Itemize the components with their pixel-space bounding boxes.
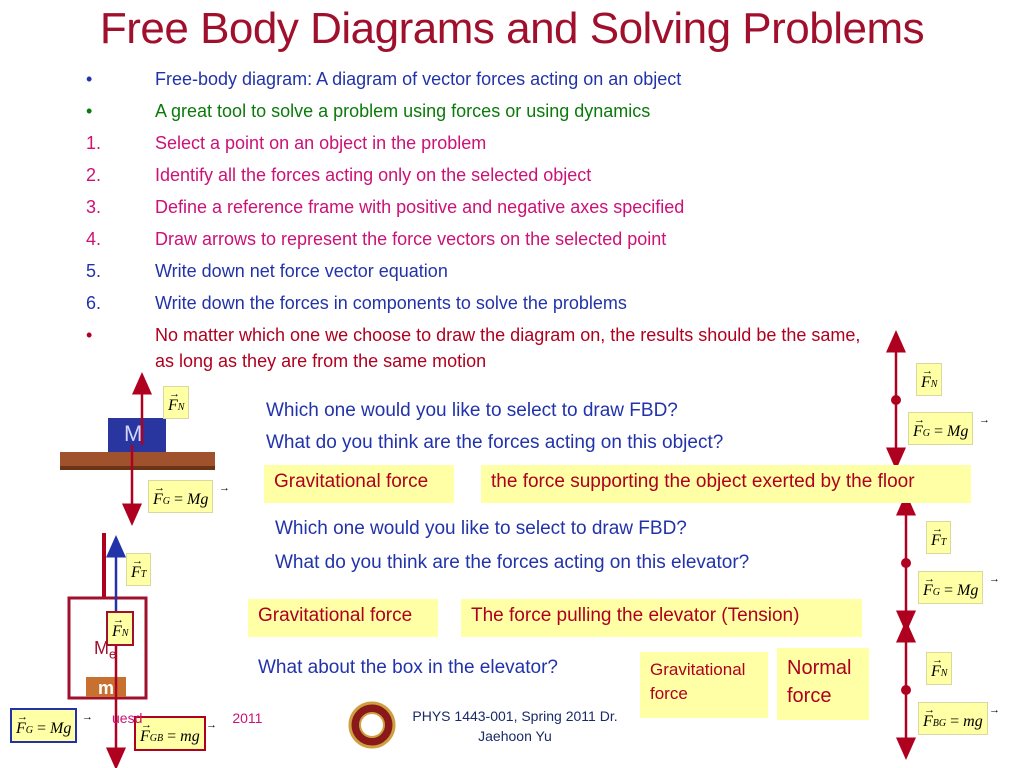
label-normal-point1: →FN [916, 363, 943, 396]
label-tension-point2: →FT [926, 521, 952, 554]
label-normal-block: →FN [163, 386, 190, 419]
label-gravity-box: →FGB = mg→ [134, 716, 217, 751]
label-gravity-point2: →FG = Mg→ [918, 571, 1000, 604]
university-seal-inner [359, 712, 385, 738]
floor-shadow [60, 466, 215, 470]
label-tension-elevator: →FT [126, 553, 152, 586]
label-gravity-point1: →FG = Mg→ [908, 412, 990, 445]
point3-dot [901, 685, 911, 695]
label-gravity-block: →FG = Mg→ [148, 480, 230, 513]
label-normal-box: →FN [106, 611, 135, 646]
box-question: What about the box in the elevator? [258, 657, 558, 678]
elevator-answer-tension: The force pulling the elevator (Tension) [461, 599, 862, 637]
block-question-1: Which one would you like to select to dr… [266, 400, 678, 421]
slide-title: Free Body Diagrams and Solving Problems [99, 4, 925, 53]
label-gravity-point3: →FBG = mg→ [918, 702, 1000, 735]
label-gravity-elevator: →FG = Mg→ [10, 708, 93, 743]
block [108, 418, 166, 452]
label-normal-point3: →FN [926, 652, 953, 685]
elevator-label: Me [94, 638, 117, 662]
block-answer-normal: the force supporting the object exerted … [481, 465, 971, 503]
elevator-question-1: Which one would you like to select to dr… [275, 518, 687, 539]
point1-dot [891, 395, 901, 405]
footer-course: PHYS 1443-001, Spring 2011 Dr.Jaehoon Yu [412, 708, 618, 744]
box-answer-normal: Normal force [777, 648, 869, 720]
elevator-question-2: What do you think are the forces acting … [275, 552, 750, 573]
block-question-2: What do you think are the forces acting … [266, 432, 724, 453]
box-answer-gravity: Gravitational force [640, 652, 768, 718]
box-label: m [98, 678, 115, 698]
floor [60, 452, 215, 470]
block-answer-gravity: Gravitational force [264, 465, 454, 503]
elevator-answer-gravity: Gravitational force [248, 599, 438, 637]
elevator-car [67, 596, 148, 700]
point2-dot [901, 558, 911, 568]
block-label: M [124, 421, 143, 446]
